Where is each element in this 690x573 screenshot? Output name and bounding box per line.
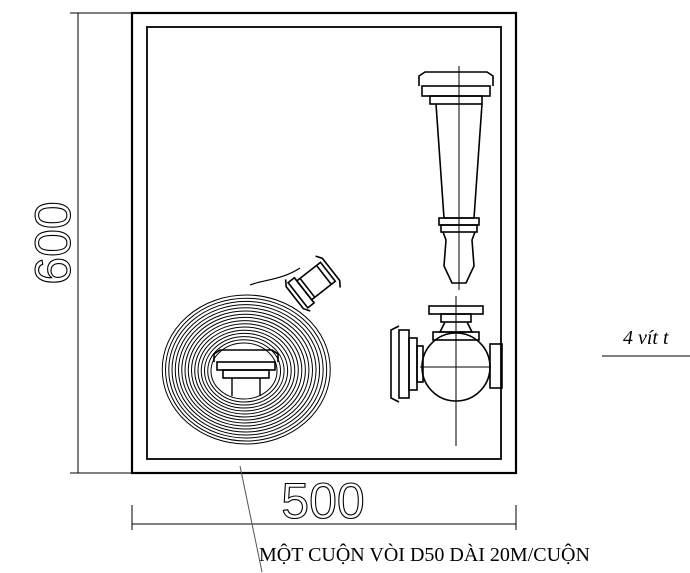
hose-coil-ring: [210, 342, 278, 400]
hose-coil: [161, 294, 331, 445]
coil-center-coupling: [213, 349, 279, 396]
hose-coil-ring: [207, 339, 282, 403]
hose-end-coupling: [284, 255, 341, 312]
hose-coil-ring: [165, 297, 328, 442]
hose-coil-ring: [171, 304, 321, 436]
hose-coil-ring: [187, 320, 303, 421]
nozzle: [418, 66, 494, 290]
cabinet-outer-frame: [130, 11, 518, 475]
hose-coil-ring: [194, 326, 296, 415]
hose-coil-ring: [204, 336, 285, 406]
hose-coil-ring: [178, 310, 313, 430]
width-dimension-label: 500: [281, 473, 364, 529]
hose-note-text: MỘT CUỘN VÒI D50 DÀI 20M/CUỘN: [259, 542, 590, 566]
cabinet-inner-frame: [146, 26, 502, 460]
hose-coil-ring: [191, 323, 299, 418]
hose-leader-line: [239, 465, 263, 573]
valve-assembly: [390, 296, 503, 446]
hose-coil-ring: [200, 332, 289, 409]
height-dimension: 600: [24, 12, 132, 474]
width-dimension: 500: [131, 472, 517, 530]
height-dimension-label: 600: [25, 201, 81, 284]
hose-coil-ring: [184, 316, 306, 424]
hose-coil-ring: [161, 294, 331, 445]
hose-coil-ring: [168, 300, 324, 439]
hose-coil-ring: [181, 313, 310, 427]
hose-coil-ring: [197, 329, 292, 412]
hose-coil-ring: [174, 307, 317, 433]
side-note-text: 4 vít t: [623, 327, 669, 349]
